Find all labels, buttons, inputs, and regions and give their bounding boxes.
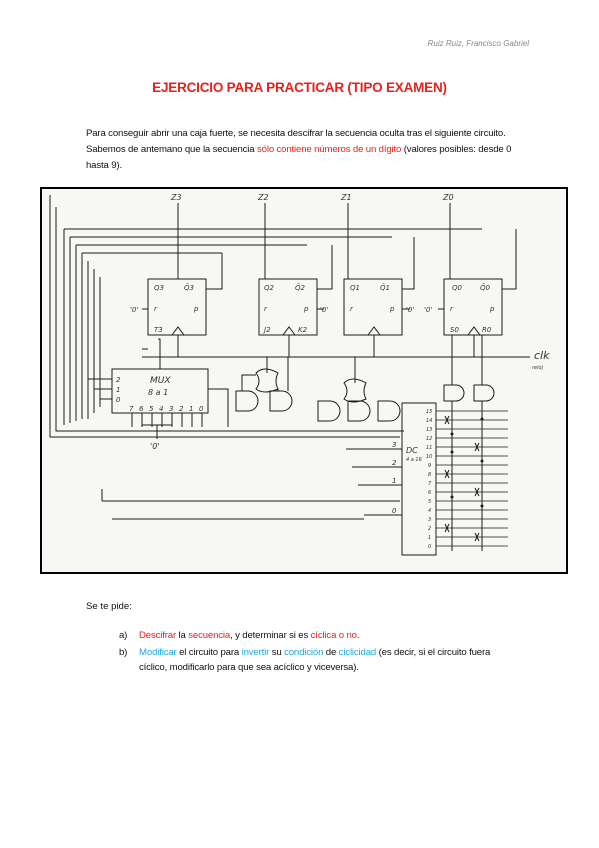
mux-sel-2: 2 [116, 376, 121, 384]
circuit-photo: Z3 Z2 Z1 Z0 Q3 Q̄3 r p T3 '0' Q2 Q̄2 r p… [40, 187, 568, 574]
mux-in-2: 2 [179, 405, 184, 413]
qb-w3: condición [284, 647, 324, 658]
question-a-letter: a) [119, 630, 128, 641]
ff1-r: r [350, 305, 354, 313]
dec-out-3: 3 [428, 517, 431, 523]
qa-w2: secuencia [188, 630, 231, 641]
ff2-zero: '0' [320, 306, 328, 314]
qb-t3: de [323, 647, 339, 658]
ff2-q: Q2 [264, 284, 275, 292]
ff1-q: Q1 [350, 284, 360, 292]
dec-out-13: 13 [426, 427, 432, 433]
ff3-zero: '0' [130, 306, 138, 314]
mux-in-0: 0 [199, 405, 204, 413]
ff0-rr: R0 [482, 326, 492, 334]
mux-in-1: 1 [189, 405, 193, 413]
intro-text-2: (valores posibles: desde 0 hasta 9). [86, 144, 512, 171]
ff0-q: Q0 [452, 284, 463, 292]
circuit-diagram: Z3 Z2 Z1 Z0 Q3 Q̄3 r p T3 '0' Q2 Q̄2 r p… [49, 193, 550, 556]
question-b-letter: b) [119, 647, 128, 658]
intro-paragraph: Para conseguir abrir una caja fuerte, se… [86, 126, 526, 174]
question-a: a) Descifrar la secuencia, y determinar s… [119, 628, 519, 643]
qb-t4: (es decir, si el circuito fuera cíclico,… [139, 647, 491, 673]
label-z0: Z0 [442, 193, 454, 202]
dec-out-6: 6 [428, 490, 431, 496]
dec-out-8: 8 [428, 472, 431, 478]
questions-list: a) Descifrar la secuencia, y determinar s… [119, 628, 519, 677]
dec-sel-1: 1 [392, 477, 396, 485]
ff0-qn: Q̄0 [480, 283, 491, 292]
dec-out-5: 5 [428, 499, 431, 505]
mux-title: MUX [150, 376, 171, 386]
clock-sub: reloj [532, 365, 544, 371]
mux-in-5: 5 [149, 405, 154, 413]
mux-in-3: 3 [169, 405, 173, 413]
dec-out-2: 2 [428, 526, 431, 532]
intro-highlight: sólo contiene números de un dígito [257, 144, 402, 155]
dec-sel-0: 0 [392, 507, 397, 515]
ff1-qn: Q̄1 [380, 283, 390, 292]
ff0-zero: '0' [424, 306, 432, 314]
tasks-intro: Se te pide: [86, 601, 132, 612]
ff1-zero: '0' [406, 306, 414, 314]
qa-t1: la [176, 630, 189, 641]
mux-const: '0' [150, 442, 160, 451]
mux-sel-1: 1 [116, 386, 120, 394]
dec-sub: 4 a 16 [406, 457, 422, 463]
dec-sel-2: 2 [392, 459, 397, 467]
question-b: b) Modificar el circuito para invertir su… [119, 645, 519, 675]
ff0-s: S0 [450, 326, 459, 334]
qb-w4: ciclicidad [338, 647, 377, 658]
dec-out-9: 9 [428, 463, 431, 469]
ff3-q: Q3 [154, 284, 164, 292]
ff2-qn: Q̄2 [295, 283, 306, 292]
author-name: Ruiz Ruiz, Francisco Gabriel [427, 39, 529, 48]
mux-in-6: 6 [139, 405, 144, 413]
qa-w1: Descifrar [139, 630, 177, 641]
dec-out-15: 15 [426, 409, 432, 415]
dec-out-1: 1 [428, 535, 431, 541]
qb-w1: Modificar [139, 647, 177, 658]
ff1-p: p [389, 305, 395, 313]
dec-title: DC [406, 446, 418, 455]
dec-sel-3: 3 [392, 441, 396, 449]
ff0-r: r [450, 305, 454, 313]
ff3-qn: Q̄3 [184, 283, 194, 292]
ff0-p: p [489, 305, 495, 313]
ff2-k: K2 [298, 326, 308, 334]
intro-text-1: Para conseguir abrir una caja fuerte, se… [86, 128, 506, 155]
dec-out-14: 14 [426, 418, 432, 424]
dec-out-4: 4 [428, 508, 431, 514]
ff3-t: T3 [154, 326, 163, 334]
label-z3: Z3 [170, 193, 182, 202]
qa-w3: cíclica o no [310, 630, 357, 641]
dec-out-7: 7 [428, 481, 432, 487]
mux-sel-0: 0 [116, 396, 121, 404]
qa-t2: , y determinar si es [230, 630, 311, 641]
dec-out-10: 10 [426, 454, 432, 460]
mux-sub: 8 a 1 [148, 388, 168, 397]
label-z2: Z2 [257, 193, 269, 202]
dec-out-12: 12 [426, 436, 432, 442]
dec-out-11: 11 [426, 445, 432, 451]
mux-in-4: 4 [159, 405, 163, 413]
clock-label: clk [534, 349, 550, 362]
ff3-r: r [154, 305, 158, 313]
qb-t2: su [269, 647, 285, 658]
qb-w2: invertir [241, 647, 270, 658]
dec-out-0: 0 [428, 544, 431, 550]
qb-t1: el circuito para [176, 647, 242, 658]
page-title: EJERCICIO PARA PRACTICAR (TIPO EXAMEN) [152, 80, 447, 95]
ff2-j: J2 [262, 326, 271, 334]
ff2-r: r [264, 305, 268, 313]
ff3-p: p [193, 305, 199, 313]
ff2-p: p [303, 305, 309, 313]
qa-t3: . [356, 630, 360, 641]
label-z1: Z1 [340, 193, 352, 202]
mux-in-7: 7 [129, 405, 134, 413]
